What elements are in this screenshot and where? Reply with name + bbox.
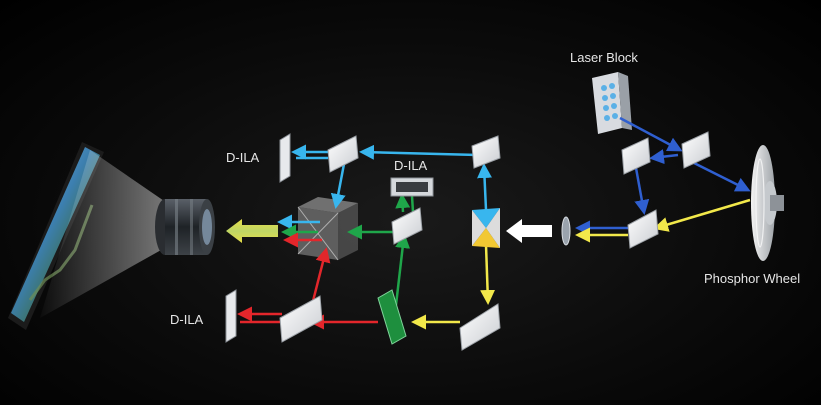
green-path (281, 193, 415, 306)
projection-beam (40, 150, 170, 318)
red-path (237, 232, 378, 330)
x-dichroic (472, 208, 500, 248)
light-blue-path (277, 144, 493, 230)
dila-panel-top (279, 133, 291, 183)
condenser-lens (561, 216, 571, 246)
dila-panel-bottom (225, 289, 237, 343)
dila-bottom-label: D-ILA (170, 312, 204, 327)
green-dichroic-plate (377, 289, 407, 345)
output-light-arrow (226, 219, 278, 243)
yellow-path (411, 244, 496, 330)
projection-lens (155, 199, 215, 255)
laser-block-label: Laser Block (570, 50, 638, 65)
dila-middle-label: D-ILA (394, 158, 428, 173)
phosphor-wheel-label: Phosphor Wheel (704, 271, 801, 286)
white-input-arrow (506, 219, 552, 243)
prism-cube (297, 197, 358, 261)
laser-block-unit (592, 72, 632, 134)
yellow-phosphor-path (575, 198, 751, 243)
dila-panel-middle (390, 177, 434, 197)
blue-laser-path (575, 116, 751, 236)
dila-top-label: D-ILA (226, 150, 260, 165)
dichroic-mirror (279, 131, 711, 351)
phosphor-wheel (751, 145, 784, 261)
